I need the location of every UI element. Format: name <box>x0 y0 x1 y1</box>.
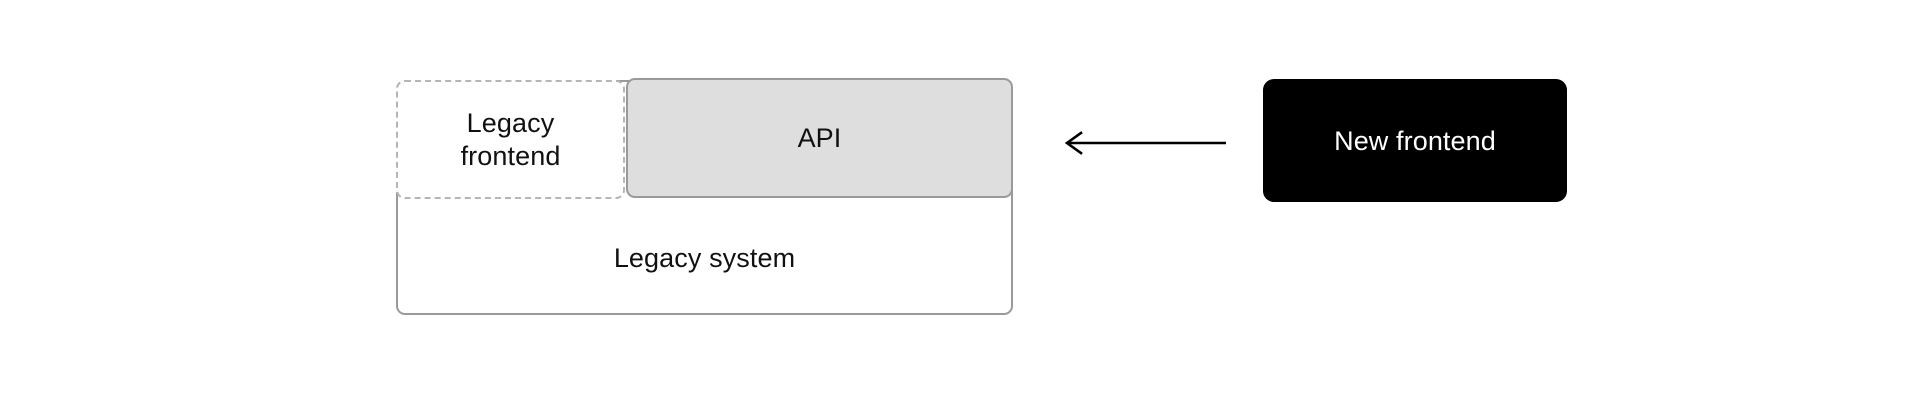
legacy-system-label: Legacy system <box>613 243 796 273</box>
legacy-frontend-box[interactable]: Legacy frontend <box>396 80 625 199</box>
api-box[interactable]: API <box>626 78 1013 198</box>
new-frontend-box[interactable]: New frontend <box>1263 79 1567 202</box>
arrow-new-frontend-to-api <box>1058 122 1228 164</box>
legacy-frontend-label: Legacy frontend <box>460 107 561 171</box>
new-frontend-label: New frontend <box>1334 125 1496 156</box>
left-arrow-icon <box>1064 131 1226 155</box>
api-label: API <box>797 123 842 153</box>
